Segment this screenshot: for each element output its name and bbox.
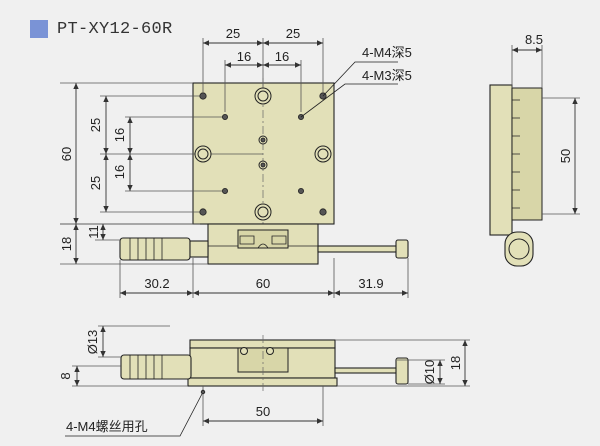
dim-height-8: 8	[58, 372, 73, 379]
front-slot-detail	[239, 235, 287, 245]
callout-m4: 4-M4深5	[362, 45, 412, 60]
dim-left: 30.2	[144, 276, 169, 291]
m4-holes	[199, 92, 327, 216]
front-slot	[237, 229, 289, 249]
header: PT-XY12-60R	[30, 19, 173, 39]
lock-knob	[395, 239, 409, 259]
side-view: 8.5 50	[489, 32, 580, 267]
bottom-micrometer	[120, 354, 192, 380]
lock-rod	[317, 245, 399, 253]
dim-inner-height: 11	[86, 225, 101, 239]
bottom-base	[187, 377, 338, 387]
dim-diameter-13: Ø13	[85, 330, 100, 355]
dim-inner-right: 16	[275, 49, 289, 64]
dim-total-height: 18	[59, 237, 74, 251]
side-body	[489, 84, 513, 236]
bottom-knurl	[129, 355, 163, 379]
leader-line	[322, 61, 398, 97]
dim-center: 60	[256, 276, 270, 291]
leader-line	[300, 83, 398, 118]
front-view: 18 11 30.2 60 31.9	[59, 223, 409, 298]
dim-diameter-10: Ø10	[422, 360, 437, 385]
callout-holes: 4-M4螺丝用孔	[66, 419, 148, 434]
bottom-top-plate	[189, 339, 336, 349]
dim-left-upper: 25	[88, 118, 103, 132]
page-title: PT-XY12-60R	[57, 19, 173, 39]
top-plate	[192, 82, 335, 225]
dim-height: 60	[59, 147, 74, 161]
side-knob-face	[508, 238, 530, 260]
bottom-knob	[395, 357, 409, 385]
micrometer-knurl	[129, 238, 163, 260]
header-accent-square	[30, 20, 48, 38]
dim-left-inner-lower: 16	[112, 165, 127, 179]
dim-height-18: 18	[448, 356, 463, 370]
top-view: 25 25 16 16 60 25 25 16 16	[59, 26, 412, 230]
dim-right: 31.9	[358, 276, 383, 291]
bottom-rod	[334, 367, 398, 374]
front-clip	[257, 243, 269, 249]
leader-line	[65, 391, 204, 437]
dim-side-height: 50	[558, 149, 573, 163]
counterbore-holes	[194, 87, 332, 221]
dim-top-left: 25	[226, 26, 240, 41]
dim-left-inner-upper: 16	[112, 128, 127, 142]
dim-inner-left: 16	[237, 49, 251, 64]
bottom-view: Ø13 8 Ø10 18 50 4-M4螺丝用孔	[58, 325, 470, 437]
dim-side-width: 8.5	[525, 32, 543, 47]
bottom-screw	[240, 347, 248, 355]
micrometer-sleeve	[189, 240, 209, 258]
dim-width-50: 50	[256, 404, 270, 419]
bottom-screw	[266, 347, 274, 355]
callout-m3: 4-M3深5	[362, 68, 412, 83]
dim-top-right: 25	[286, 26, 300, 41]
micrometer-thimble	[119, 237, 191, 261]
dim-left-lower: 25	[88, 176, 103, 190]
leader-dot	[200, 389, 206, 395]
side-detail	[512, 99, 520, 209]
